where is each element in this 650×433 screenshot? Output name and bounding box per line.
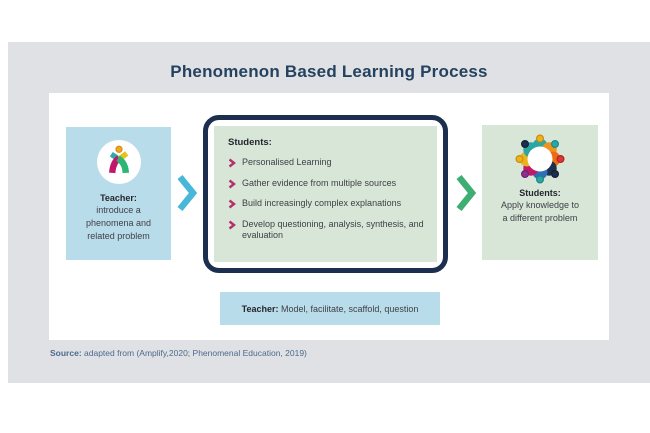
students-process-box: Students: Personalised Learning Gather e…: [203, 115, 448, 273]
diagram-title: Phenomenon Based Learning Process: [170, 62, 488, 81]
students-process-heading: Students:: [228, 137, 272, 148]
teacher-role-bar: Teacher: Model, facilitate, scaffold, qu…: [220, 292, 440, 325]
source-label: Source:: [50, 348, 82, 358]
teacher-role-label: Teacher:: [241, 303, 279, 314]
teacher-person-icon: [108, 145, 129, 174]
students-outcome-heading: Students:: [519, 188, 561, 198]
bullet-chevron-right-icon: [228, 199, 236, 209]
list-item-text: Personalised Learning: [242, 157, 332, 167]
list-item-text: Develop questioning, analysis, synthesis…: [242, 218, 424, 241]
flow-arrow-chevron-right-icon: [177, 174, 198, 212]
bullet-chevron-right-icon: [228, 179, 236, 188]
students-outcome-text: Apply knowledge to a different problem: [500, 200, 580, 223]
teacher-icon-circle: [96, 140, 141, 184]
source-text: adapted from (Amplify,2020; Phenomenal E…: [81, 348, 307, 358]
bullet-chevron-right-icon: [228, 158, 236, 168]
list-item: Gather evidence from multiple sources: [228, 178, 427, 190]
list-item-text: Gather evidence from multiple sources: [242, 177, 397, 188]
list-item: Personalised Learning: [228, 157, 427, 169]
teacher-role-line: Teacher: Model, facilitate, scaffold, qu…: [242, 304, 419, 314]
students-activities-list: Personalised Learning Gather evidence fr…: [228, 157, 427, 242]
list-item-text: Build increasingly complex explanations: [242, 198, 402, 208]
list-item: Build increasingly complex explanations: [228, 198, 427, 210]
teacher-role-text: Model, facilitate, scaffold, question: [278, 303, 419, 314]
teacher-intro-text: introduce a phenomena and related proble…: [85, 205, 152, 241]
teacher-intro-box: Teacher: introduce a phenomena and relat…: [66, 127, 171, 260]
students-process-inner: Students: Personalised Learning Gather e…: [214, 126, 437, 262]
list-item: Develop questioning, analysis, synthesis…: [228, 219, 427, 242]
teacher-intro-heading: Teacher:: [100, 193, 137, 203]
source-note: Source: adapted from (Amplify,2020; Phen…: [50, 348, 307, 358]
students-group-circle-icon: [515, 134, 565, 184]
bullet-chevron-right-icon: [228, 220, 236, 229]
flow-arrow-chevron-right-icon: [456, 174, 477, 212]
students-outcome-box: Students: Apply knowledge to a different…: [482, 125, 598, 260]
diagram-card: Teacher: introduce a phenomena and relat…: [49, 93, 609, 340]
diagram-panel: Phenomenon Based Learning Process Teache…: [8, 42, 650, 383]
